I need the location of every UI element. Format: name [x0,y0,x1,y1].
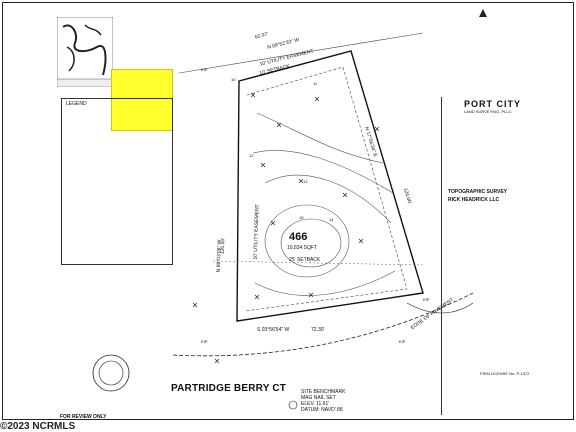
vicinity-map [57,17,113,87]
lot-area: 10,834 SQFT [287,245,318,251]
plot-drawing [172,9,487,410]
street-name: PARTRIDGE BERRY CT [171,383,287,394]
eip-label-2: EIP [201,339,208,344]
company-name: PORT CITY [464,99,522,109]
survey-type: TOPOGRAPHIC SURVEY [448,189,507,195]
contour-label: 13 [303,179,308,184]
benchmark-datum: DATUM: NAVD' 88 [301,407,343,413]
contour-label: 10 [231,77,236,82]
distance-left: 120.00' [219,237,227,255]
firm-license: FIRM LICENSE No. P-1472 [480,371,530,376]
company-subtitle: LAND SURVEYING, PLLC [464,109,512,114]
eip-label-1: EIP [201,67,208,72]
distance-bottom: 72.30' [311,327,325,333]
lot-boundary [236,50,424,322]
company-logo: PORT CITY LAND SURVEYING, PLLC [464,99,554,114]
for-review-note: FOR REVIEW ONLY [60,414,107,420]
site-benchmark: SITE BENCHMARK [301,389,346,395]
lot-number: 466 [289,231,308,243]
legend-box: LEGEND [61,98,173,265]
survey-owner: RICK HEADRICK LLC [448,197,500,203]
survey-sheet: LEGEND [2,2,574,420]
contour-label: 11 [313,81,318,86]
benchmark-elevation: ELEV. 11.61' [301,401,330,407]
legend-title: LEGEND [66,101,87,107]
contour-label: 12 [249,153,254,158]
eip-label-3: EIP [399,339,406,344]
bearing-bottom: S 03°56'54" W [257,327,290,333]
contour-label: 15 [299,215,304,220]
title-block: PORT CITY LAND SURVEYING, PLLC TOPOGRAPH… [441,97,574,415]
watermark: ©2023 NCRMLS [0,421,76,432]
contour-label: 14 [329,217,334,222]
mag-nail-set: MAG NAIL SET [301,395,336,401]
eip-label-4: EIP [423,297,430,302]
setback-front: 25' SETBACK [289,257,321,263]
surveyor-seal [92,354,130,392]
